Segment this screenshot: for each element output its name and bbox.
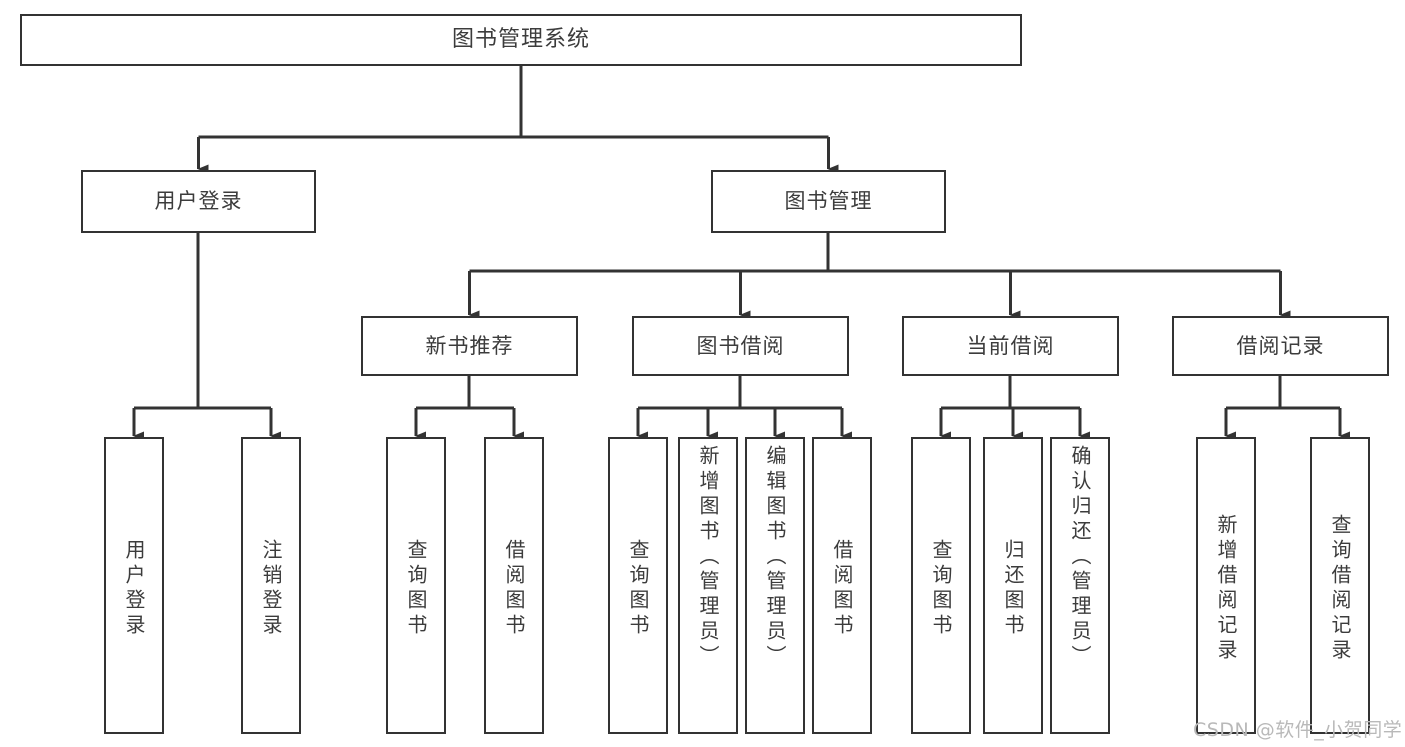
node-current-loan[interactable]: 当前借阅 — [902, 316, 1119, 376]
node-leaf-query-book-1[interactable]: 查询图书 — [386, 437, 446, 734]
node-label: 查询借阅记录 — [1328, 513, 1352, 664]
node-label: 确认归还（管理员） — [1068, 445, 1092, 670]
node-leaf-user-login[interactable]: 用户登录 — [104, 437, 164, 734]
node-leaf-borrow-book-2[interactable]: 借阅图书 — [812, 437, 872, 734]
node-leaf-query-book-2[interactable]: 查询图书 — [608, 437, 668, 734]
node-label: 查询图书 — [626, 538, 650, 639]
node-label: 查询图书 — [929, 538, 953, 639]
node-leaf-return-book[interactable]: 归还图书 — [983, 437, 1043, 734]
node-leaf-confirm-return[interactable]: 确认归还（管理员） — [1050, 437, 1110, 734]
node-leaf-borrow-book-1[interactable]: 借阅图书 — [484, 437, 544, 734]
connector-group — [132, 66, 1350, 441]
node-user-login[interactable]: 用户登录 — [81, 170, 316, 233]
node-label: 图书管理 — [784, 189, 873, 214]
node-label: 归还图书 — [1001, 538, 1025, 639]
node-label: 图书管理系统 — [451, 27, 590, 53]
node-label: 借阅图书 — [502, 538, 526, 639]
node-new-book-rec[interactable]: 新书推荐 — [361, 316, 578, 376]
node-label: 查询图书 — [404, 538, 428, 639]
node-leaf-edit-book[interactable]: 编辑图书（管理员） — [745, 437, 805, 734]
node-book-mgmt[interactable]: 图书管理 — [711, 170, 946, 233]
node-loan-record[interactable]: 借阅记录 — [1172, 316, 1389, 376]
node-label: 注销登录 — [259, 538, 283, 639]
node-leaf-query-record[interactable]: 查询借阅记录 — [1310, 437, 1370, 734]
node-leaf-add-book[interactable]: 新增图书（管理员） — [678, 437, 738, 734]
node-root[interactable]: 图书管理系统 — [20, 14, 1022, 66]
node-label: 新增图书（管理员） — [696, 445, 720, 670]
node-leaf-add-record[interactable]: 新增借阅记录 — [1196, 437, 1256, 734]
node-book-borrow[interactable]: 图书借阅 — [632, 316, 849, 376]
node-label: 图书借阅 — [696, 333, 785, 358]
node-label: 编辑图书（管理员） — [763, 445, 787, 670]
node-label: 当前借阅 — [966, 333, 1055, 358]
node-label: 用户登录 — [122, 538, 146, 639]
node-leaf-logout[interactable]: 注销登录 — [241, 437, 301, 734]
node-label: 新增借阅记录 — [1214, 513, 1238, 664]
node-label: 用户登录 — [154, 189, 243, 214]
node-leaf-query-book-3[interactable]: 查询图书 — [911, 437, 971, 734]
node-label: 借阅记录 — [1236, 333, 1325, 358]
node-label: 新书推荐 — [425, 333, 514, 358]
node-label: 借阅图书 — [830, 538, 854, 639]
watermark-text: CSDN @软件_小贺同学 — [1193, 719, 1403, 741]
